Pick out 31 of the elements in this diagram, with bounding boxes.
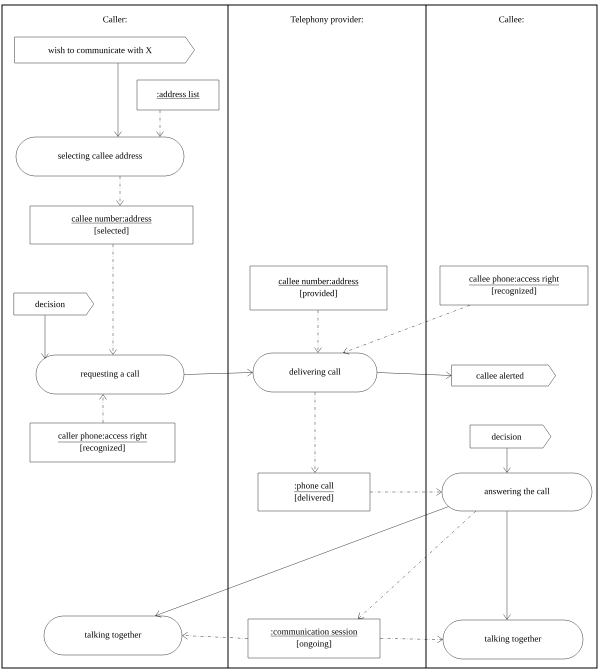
arrow (503, 448, 511, 473)
arrow (343, 305, 470, 354)
object-box: callee number:address [selected] (30, 206, 194, 244)
arrow (370, 488, 442, 496)
arrow (155, 506, 449, 618)
object-box: caller phone:access right [recognized] (30, 422, 176, 462)
arrow (377, 372, 452, 379)
arrow (99, 394, 107, 423)
arrow (311, 392, 319, 473)
action-box: selecting callee address (16, 136, 184, 176)
action-box: answering the call (442, 472, 592, 512)
arrow (380, 636, 443, 644)
object-box: :communication session [ongoing] (248, 618, 380, 658)
action-box: delivering call (252, 352, 378, 392)
arrow (314, 310, 322, 353)
arrow (358, 511, 476, 619)
action-box: talking together (44, 616, 182, 656)
arrow (503, 511, 511, 620)
action-box: requesting a call (36, 354, 184, 394)
object-box: callee phone:access right [recognized] (440, 266, 588, 306)
object-box: :phone call [delivered] (258, 472, 370, 512)
arrow (41, 315, 49, 359)
object-box: :address list (136, 80, 220, 110)
arrow (182, 632, 248, 640)
arrow (184, 368, 253, 376)
arrow (109, 244, 117, 355)
arrow (156, 110, 164, 137)
arrow (114, 63, 122, 137)
action-box: talking together (442, 620, 584, 660)
arrow (116, 176, 124, 206)
object-box: callee number:address [provided] (250, 266, 388, 310)
